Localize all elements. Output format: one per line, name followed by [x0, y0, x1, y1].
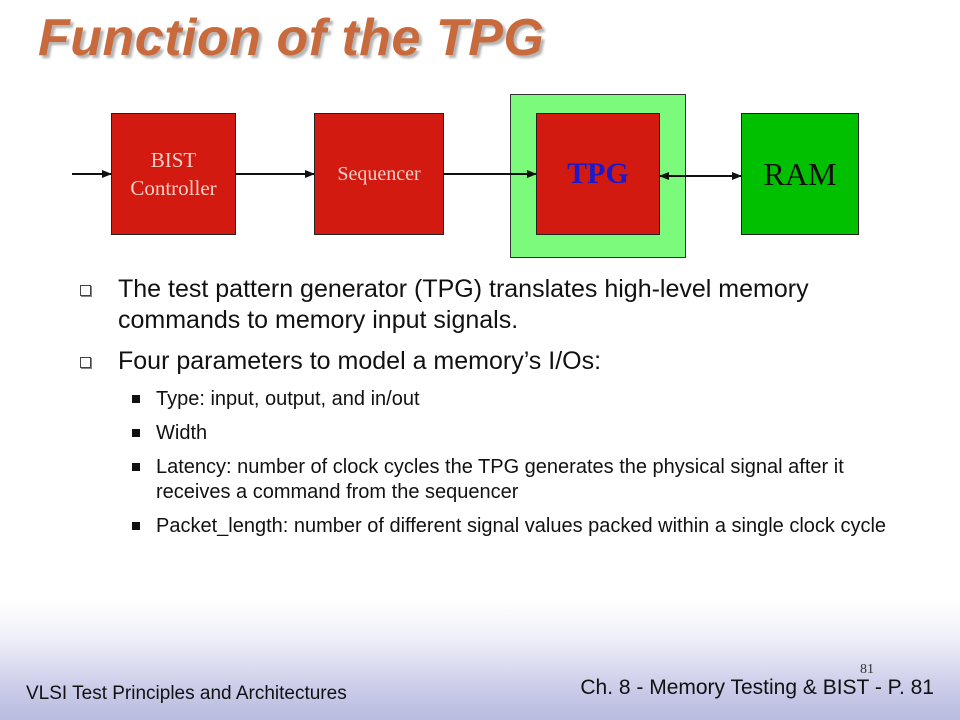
slide-number-small: 81	[860, 662, 874, 677]
tpg-label: TPG	[567, 157, 629, 190]
diagram-arrows	[72, 170, 742, 180]
ram-label: RAM	[763, 155, 837, 192]
sub-bullet-text: Type: input, output, and in/out	[156, 388, 420, 410]
filled-square-bullet-icon	[132, 395, 140, 403]
slide-title: Function of the TPG	[38, 9, 545, 67]
bullet-text: Four parameters to model a memory’s I/Os…	[118, 347, 602, 375]
bullet-text: The test pattern generator (TPG) transla…	[118, 275, 809, 334]
sub-bullet-width: Width	[80, 421, 900, 446]
sub-bullet-text: Packet_length: number of different signa…	[156, 515, 887, 537]
sequencer-label: Sequencer	[337, 162, 421, 185]
sub-bullet-packet-length: Packet_length: number of different signa…	[80, 514, 900, 539]
sub-bullet-type: Type: input, output, and in/out	[80, 387, 900, 412]
bist-controller-label-line2: Controller	[130, 176, 217, 200]
filled-square-bullet-icon	[132, 463, 140, 471]
bullet-tpg-definition: The test pattern generator (TPG) transla…	[80, 274, 900, 336]
tpg-block-diagram: BIST Controller Sequencer TPG RAM	[0, 0, 960, 270]
sub-bullet-text: Latency: number of clock cycles the TPG …	[156, 456, 844, 503]
sub-bullet-latency: Latency: number of clock cycles the TPG …	[80, 455, 900, 505]
bist-controller-label-line1: BIST	[150, 148, 197, 172]
footer-chapter-page: Ch. 8 - Memory Testing & BIST - P. 81	[580, 676, 934, 699]
square-bullet-icon	[80, 285, 91, 296]
footer-course-title: VLSI Test Principles and Architectures	[26, 683, 347, 704]
filled-square-bullet-icon	[132, 429, 140, 437]
square-bullet-icon	[80, 357, 91, 368]
bullet-parameters: Four parameters to model a memory’s I/Os…	[80, 346, 900, 377]
tpg-block: TPG	[536, 113, 660, 235]
sub-bullet-text: Width	[156, 422, 208, 444]
bist-controller-block: BIST Controller	[111, 113, 236, 235]
ram-block: RAM	[741, 113, 859, 235]
bullet-list: The test pattern generator (TPG) transla…	[80, 274, 900, 548]
filled-square-bullet-icon	[132, 522, 140, 530]
